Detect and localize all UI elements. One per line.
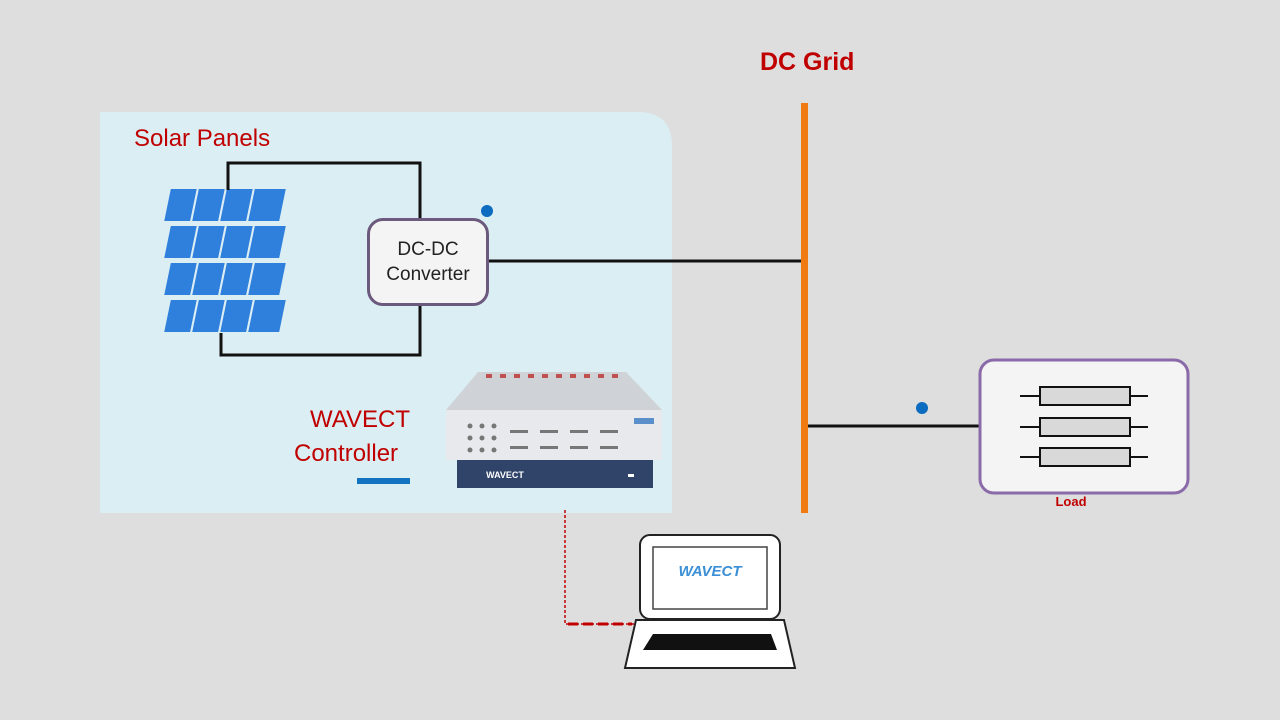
converter-indicator-dot bbox=[481, 205, 493, 217]
solar-panel-row-4 bbox=[161, 298, 289, 334]
panel-to-converter-wire-bottom bbox=[219, 300, 422, 357]
solar-panels-label: Solar Panels bbox=[134, 125, 271, 152]
controller-laptop-link bbox=[564, 510, 640, 625]
panel-to-converter-wire-top bbox=[226, 161, 422, 220]
controller-label-line2: Controller bbox=[294, 440, 399, 467]
dc-grid-label: DC Grid bbox=[760, 48, 855, 76]
screen-logo: WAVECT bbox=[678, 563, 743, 580]
solar-panel-array bbox=[161, 187, 289, 334]
load-resistors bbox=[1020, 386, 1148, 467]
controller-underline bbox=[357, 478, 410, 484]
wavect-controller-device: WAVECT bbox=[446, 372, 662, 488]
solar-panel-row-1 bbox=[161, 187, 289, 223]
converter-label-line1: DC-DC bbox=[397, 239, 459, 260]
converter-label-line2: Converter bbox=[386, 264, 470, 285]
laptop: WAVECT bbox=[623, 534, 797, 669]
dc-dc-converter-box: DC-DC Converter bbox=[367, 218, 489, 306]
controller-label-line1: WAVECT bbox=[310, 406, 410, 433]
load-indicator-dot bbox=[916, 402, 928, 414]
solar-panel-row-3 bbox=[161, 261, 289, 297]
device-logo: WAVECT bbox=[486, 470, 524, 480]
dc-grid-bus bbox=[801, 103, 808, 513]
load-label: Load bbox=[1055, 494, 1087, 509]
solar-panel-row-2 bbox=[161, 224, 289, 260]
